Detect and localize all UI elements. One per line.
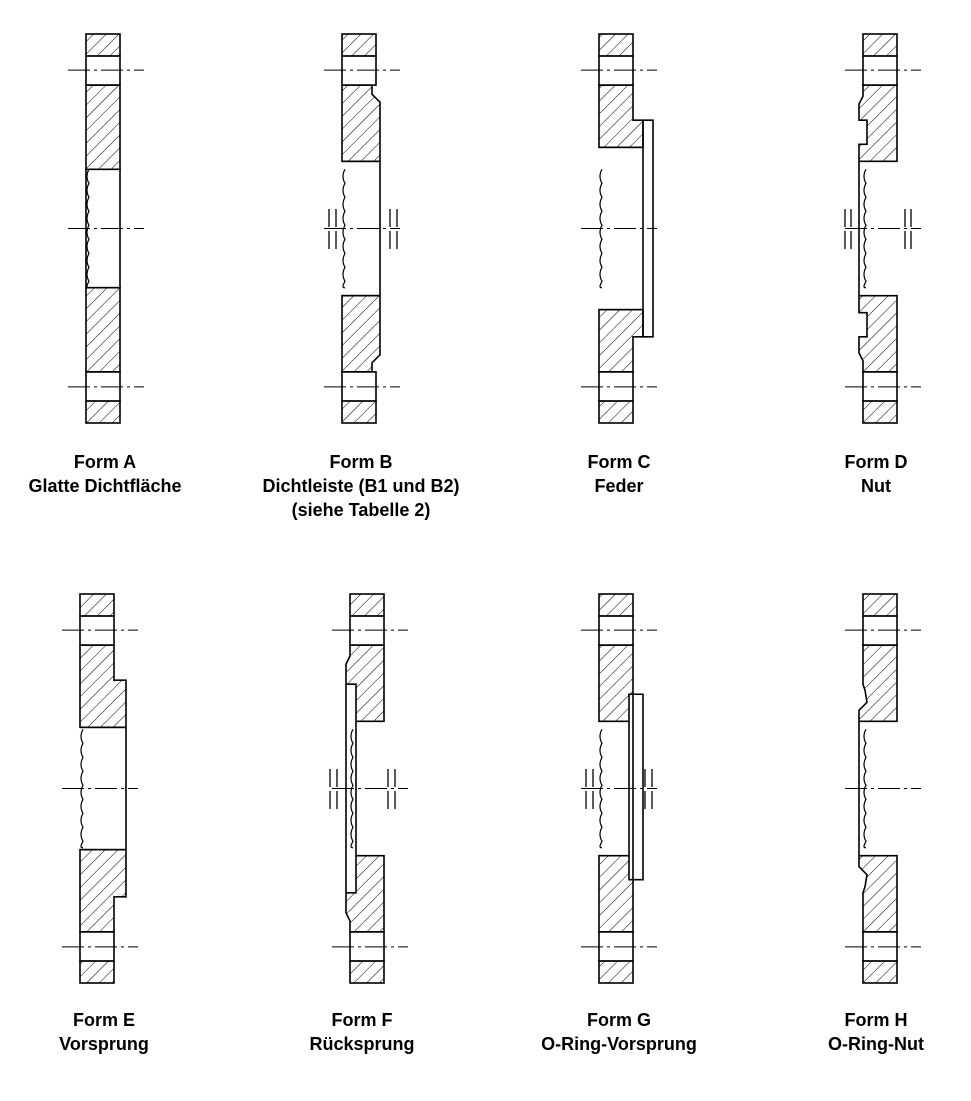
body-upper xyxy=(79,644,127,729)
caption-form-e: Form E Vorsprung xyxy=(0,1008,224,1056)
bolt-hole-top xyxy=(341,55,377,86)
form-c-subtitle: Feder xyxy=(594,476,644,496)
flange-top-end xyxy=(598,33,634,57)
bolt-hole-top xyxy=(862,615,898,646)
bolt-hole-bottom xyxy=(349,931,385,962)
bolt-hole-bottom xyxy=(341,371,377,402)
bore-outline xyxy=(80,726,127,851)
body-upper xyxy=(85,84,121,171)
form-h-subtitle: O-Ring-Nut xyxy=(828,1034,924,1054)
form-e-subtitle: Vorsprung xyxy=(59,1034,149,1054)
bolt-hole-bottom xyxy=(862,371,898,402)
flange-form-a xyxy=(68,33,144,424)
flange-form-g xyxy=(581,593,657,984)
form-e-title: Form E xyxy=(72,1010,135,1030)
break-line-bore xyxy=(80,729,84,849)
break-line-bore xyxy=(350,729,354,849)
body-upper-oring-groove xyxy=(858,644,898,723)
bore-edges xyxy=(599,146,643,311)
o-ring-lip xyxy=(632,693,644,881)
bolt-hole-top xyxy=(862,55,898,86)
flange-bottom-end xyxy=(862,960,898,984)
body-lower xyxy=(85,286,121,373)
form-c-title: Form C xyxy=(587,452,651,472)
break-line-bore xyxy=(342,169,346,289)
flange-top-end xyxy=(79,593,115,617)
flange-bottom-end xyxy=(598,960,634,984)
flange-top-end xyxy=(341,33,377,57)
bolt-hole-bottom xyxy=(862,931,898,962)
form-a-title: Form A xyxy=(73,452,137,472)
flange-bottom-end xyxy=(349,960,385,984)
form-f-subtitle: Rücksprung xyxy=(309,1034,415,1054)
flange-form-d xyxy=(845,33,921,424)
form-g-subtitle: O-Ring-Vorsprung xyxy=(541,1034,697,1054)
caption-form-b: Form B Dichtleiste (B1 und B2) (siehe Ta… xyxy=(241,450,481,522)
bolt-hole-bottom xyxy=(79,931,115,962)
bolt-hole-top xyxy=(598,615,634,646)
form-f-title: Form F xyxy=(331,1010,393,1030)
caption-form-a: Form A Glatte Dichtfläche xyxy=(0,450,225,498)
caption-form-d: Form D Nut xyxy=(756,450,971,498)
caption-form-c: Form C Feder xyxy=(499,450,739,498)
break-line-bore xyxy=(599,169,603,289)
bolt-hole-top xyxy=(79,615,115,646)
bolt-hole-top xyxy=(85,55,121,86)
bolt-hole-bottom xyxy=(598,371,634,402)
flange-form-c xyxy=(581,33,657,424)
form-h-title: Form H xyxy=(844,1010,908,1030)
body-lower xyxy=(598,854,634,933)
bolt-gap-marks xyxy=(328,209,912,809)
caption-form-g: Form G O-Ring-Vorsprung xyxy=(499,1008,739,1056)
flange-bottom-end xyxy=(79,960,115,984)
caption-form-f: Form F Rücksprung xyxy=(242,1008,482,1056)
break-line-bore xyxy=(86,169,90,289)
bolt-hole-bottom xyxy=(85,371,121,402)
form-b-note: (siehe Tabelle 2) xyxy=(291,500,431,520)
body-lower xyxy=(598,308,644,373)
form-d-title: Form D xyxy=(844,452,908,472)
caption-form-h: Form H O-Ring-Nut xyxy=(756,1008,971,1056)
body-upper xyxy=(598,84,644,149)
flange-bottom-end xyxy=(598,400,634,424)
break-line-bore xyxy=(863,169,867,289)
body-lower-oring-groove xyxy=(858,854,898,933)
body-lower-recess xyxy=(345,854,385,933)
flange-top-end xyxy=(862,593,898,617)
body-lower xyxy=(79,848,127,933)
form-b-subtitle: Dichtleiste (B1 und B2) xyxy=(262,476,460,496)
flange-bottom-end xyxy=(341,400,377,424)
body-upper-groove xyxy=(858,84,898,163)
body-lower-raised xyxy=(341,294,381,373)
flange-form-f xyxy=(332,593,408,984)
body-upper xyxy=(598,644,634,723)
flange-form-e xyxy=(62,593,138,984)
form-b-title: Form B xyxy=(329,452,393,472)
flange-form-b xyxy=(324,33,400,424)
flange-bottom-end xyxy=(85,400,121,424)
flange-top-end xyxy=(85,33,121,57)
flange-top-end xyxy=(862,33,898,57)
flange-top-end xyxy=(598,593,634,617)
bolt-hole-bottom xyxy=(598,931,634,962)
bolt-hole-top xyxy=(349,615,385,646)
break-line-bore xyxy=(863,729,867,849)
break-line-bore xyxy=(599,729,603,849)
flange-top-end xyxy=(349,593,385,617)
bolt-hole-top xyxy=(598,55,634,86)
form-g-title: Form G xyxy=(586,1010,651,1030)
flange-bottom-end xyxy=(862,400,898,424)
form-a-subtitle: Glatte Dichtfläche xyxy=(28,476,182,496)
body-lower-groove xyxy=(858,294,898,373)
form-d-subtitle: Nut xyxy=(861,476,891,496)
body-upper-recess xyxy=(345,644,385,723)
flange-form-h xyxy=(845,593,921,984)
body-upper-raised xyxy=(341,84,381,163)
bore-outline xyxy=(342,160,381,297)
